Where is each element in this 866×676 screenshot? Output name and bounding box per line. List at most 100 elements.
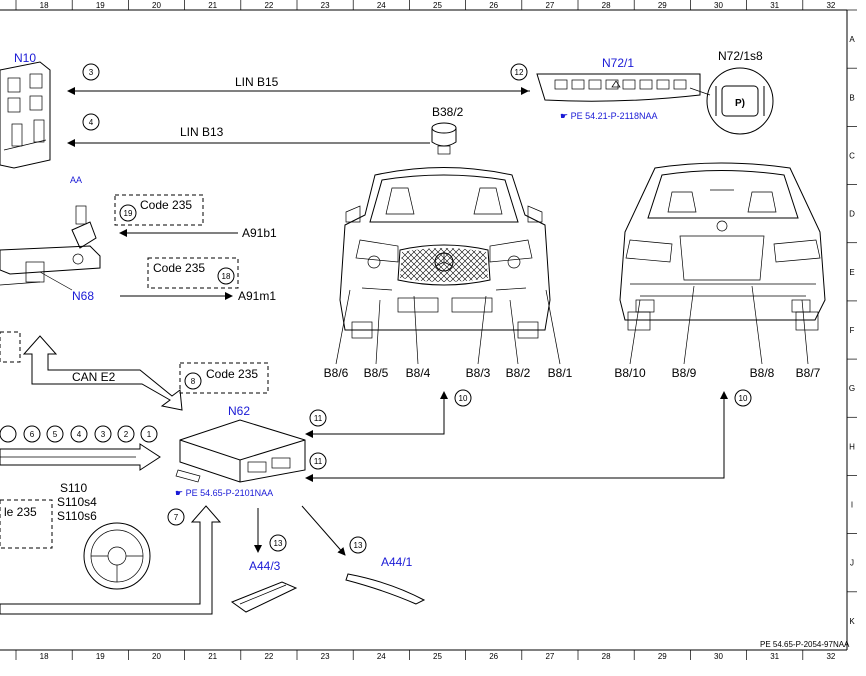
callout-10b <box>734 389 752 407</box>
grid-col-top-24: 24 <box>377 1 386 10</box>
rear-sensor-leaders <box>629 285 809 365</box>
svg-text:10: 10 <box>739 394 748 403</box>
grid-col-bottom-18: 18 <box>40 652 49 661</box>
grid-col-top-30: 30 <box>714 1 723 10</box>
code-235-box-c <box>179 362 269 394</box>
callout-12 <box>510 63 528 81</box>
grid-row-E: E <box>849 268 854 277</box>
svg-text:6: 6 <box>30 430 35 439</box>
grid-row-F: F <box>850 326 855 335</box>
a44-3-display <box>230 581 298 613</box>
b38-2-sensor <box>431 122 457 155</box>
grid-col-bottom-23: 23 <box>321 652 330 661</box>
leader-B8-10 <box>629 299 641 365</box>
a91m1-label: A91m1 <box>238 289 276 303</box>
svg-text:13: 13 <box>354 541 363 550</box>
sensor-B8-5: B8/5 <box>364 366 389 380</box>
n72-1-ref: ☛ PE 54.21-P-2118NAA <box>560 111 657 121</box>
front-car-view <box>339 167 551 339</box>
callout-3 <box>82 63 100 81</box>
sensor-B8-1: B8/1 <box>548 366 573 380</box>
svg-text:11: 11 <box>314 457 323 466</box>
can-e2-bus <box>0 331 183 411</box>
svg-text:8: 8 <box>191 377 196 386</box>
n72-1s8-switch: P) <box>706 67 774 135</box>
n10-ref-fragment: AA <box>70 175 82 185</box>
grid-frame: 1818191920202121222223232424252526262727… <box>0 0 857 661</box>
code-235-box-partial <box>0 499 53 549</box>
svg-text:4: 4 <box>77 430 82 439</box>
grid-row-A: A <box>849 35 855 44</box>
code-235-box-b <box>147 257 239 289</box>
grid-col-top-32: 32 <box>826 1 835 10</box>
svg-text:3: 3 <box>89 68 94 77</box>
callout-8 <box>184 372 202 390</box>
grid-col-top-29: 29 <box>658 1 667 10</box>
grid-col-top-28: 28 <box>602 1 611 10</box>
grid-column-ticks: 1818191920202121222223232424252526262727… <box>15 0 836 661</box>
doc-ref: PE 54.65-P-2054-97NAA <box>760 640 850 649</box>
sensor-B8-9: B8/9 <box>672 366 697 380</box>
grid-col-top-19: 19 <box>96 1 105 10</box>
grid-col-top-26: 26 <box>489 1 498 10</box>
leader-B8-8 <box>751 285 763 365</box>
grid-col-top-21: 21 <box>208 1 217 10</box>
lin-b15-label: LIN B15 <box>235 75 279 89</box>
n62-label: N62 <box>228 404 250 418</box>
n10-label: N10 <box>14 51 36 65</box>
leader-B8-9 <box>683 285 695 365</box>
svg-text:Code 235: Code 235 <box>153 261 205 275</box>
grid-col-bottom-26: 26 <box>489 652 498 661</box>
callout-11a <box>309 409 327 427</box>
n62-front-link <box>305 392 445 438</box>
leader-B8-1 <box>545 289 561 365</box>
callout-13a <box>269 534 287 552</box>
sensor-B8-4: B8/4 <box>406 366 431 380</box>
svg-text:4: 4 <box>89 118 94 127</box>
n62-rear-link <box>305 392 725 482</box>
a44-1-label: A44/1 <box>381 555 413 569</box>
front-sensor-leaders <box>335 289 561 365</box>
input-arrow <box>0 443 161 471</box>
grid-row-C: C <box>849 151 855 160</box>
svg-text:5: 5 <box>53 430 58 439</box>
svg-text:11: 11 <box>314 414 323 423</box>
svg-text:1: 1 <box>147 430 152 439</box>
signal-number-row: 6 5 4 3 2 1 <box>0 425 158 443</box>
a44-3-label: A44/3 <box>249 559 281 573</box>
leader-B8-6 <box>335 289 351 365</box>
svg-text:Code 235: Code 235 <box>140 198 192 212</box>
n62-module <box>175 419 306 483</box>
sensor-B8-6: B8/6 <box>324 366 349 380</box>
s110s6-label: S110s6 <box>57 509 97 523</box>
grid-col-bottom-20: 20 <box>152 652 161 661</box>
grid-col-top-23: 23 <box>321 1 330 10</box>
s110-label: S110 <box>60 481 87 495</box>
leader-B8-4 <box>413 295 419 365</box>
callout-18 <box>217 267 235 285</box>
grid-col-bottom-27: 27 <box>545 652 554 661</box>
can-e2-label: CAN E2 <box>72 370 116 384</box>
grid-col-bottom-22: 22 <box>264 652 273 661</box>
a44-1-display <box>345 573 426 605</box>
grid-col-top-25: 25 <box>433 1 442 10</box>
grid-col-top-18: 18 <box>40 1 49 10</box>
sensor-B8-10: B8/10 <box>614 366 646 380</box>
callout-7 <box>167 508 185 526</box>
grid-col-bottom-30: 30 <box>714 652 723 661</box>
svg-text:2: 2 <box>124 430 129 439</box>
grid-col-top-27: 27 <box>545 1 554 10</box>
svg-text:19: 19 <box>124 209 133 218</box>
svg-text:3: 3 <box>101 430 106 439</box>
grid-col-bottom-25: 25 <box>433 652 442 661</box>
parking-p-icon: P) <box>735 98 745 109</box>
svg-text:12: 12 <box>515 68 524 77</box>
svg-text:le 235: le 235 <box>4 505 37 519</box>
grid-row-G: G <box>849 384 855 393</box>
sensor-B8-8: B8/8 <box>750 366 775 380</box>
svg-text:13: 13 <box>274 539 283 548</box>
n72-1s8-label: N72/1s8 <box>718 49 763 63</box>
